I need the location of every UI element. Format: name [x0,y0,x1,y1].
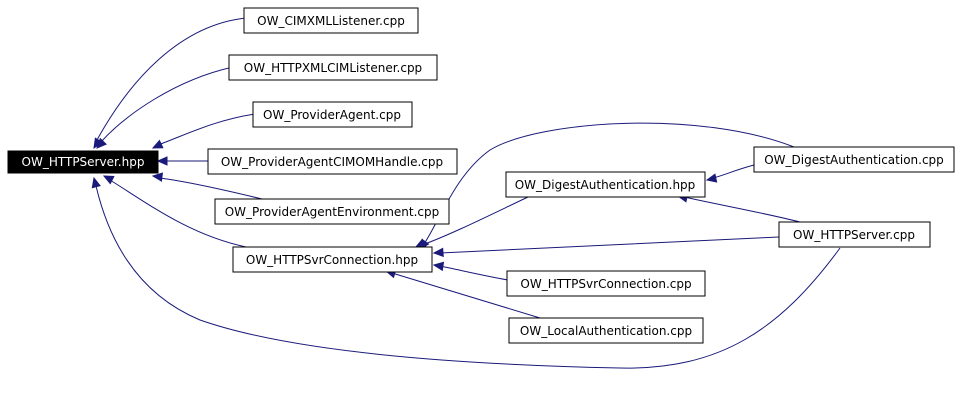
node-server-cpp[interactable]: OW_HTTPServer.cpp [778,221,931,248]
node-label-provenv: OW_ProviderAgentEnvironment.cpp [225,205,440,219]
node-label-server-cpp: OW_HTTPServer.cpp [793,228,915,242]
edge-servercpp-to-root-arrowhead [91,176,101,189]
edge-provenv-to-root-arrowhead [151,172,163,182]
node-digest-hpp[interactable]: OW_DigestAuthentication.hpp [505,171,706,198]
node-provcimom[interactable]: OW_ProviderAgentCIMOMHandle.cpp [207,148,458,175]
edge-digestcpp-to-digesthpp [712,164,755,179]
edge-localauth-to-svrconn [391,272,541,319]
node-label-digest-hpp: OW_DigestAuthentication.hpp [515,178,696,192]
node-label-cimxml: OW_CIMXMLListener.cpp [257,14,405,28]
node-label-digest-cpp: OW_DigestAuthentication.cpp [764,153,944,167]
node-label-httpxml: OW_HTTPXMLCIMListener.cpp [244,61,422,75]
edge-svrconn-to-root [109,179,247,248]
node-label-svrconn-hpp: OW_HTTPSvrConnection.hpp [246,253,418,267]
edge-svrconn-to-root-arrowhead [102,175,115,185]
edge-digesthpp-to-svrconn [421,196,529,246]
edge-provcimom-to-root-arrowhead [156,156,168,166]
edge-cimxml-to-root [96,17,247,141]
edge-servercpp-to-digesthpp [683,196,801,223]
node-provenv[interactable]: OW_ProviderAgentEnvironment.cpp [214,198,450,225]
edge-digestcpp-to-digesthpp-arrowhead [705,173,718,183]
node-digest-cpp[interactable]: OW_DigestAuthentication.cpp [753,146,955,173]
edge-svrconncpp-to-svrconn-arrowhead [432,261,445,272]
node-svrconn-hpp[interactable]: OW_HTTPSvrConnection.hpp [232,246,433,273]
node-httpxml[interactable]: OW_HTTPXMLCIMListener.cpp [228,54,438,81]
edge-provagent-to-root [157,113,256,146]
node-svrconn-cpp[interactable]: OW_HTTPSvrConnection.cpp [506,270,706,297]
node-label-provcimom: OW_ProviderAgentCIMOMHandle.cpp [221,155,443,169]
node-localauth-cpp[interactable]: OW_LocalAuthentication.cpp [508,317,704,344]
edges [91,17,841,369]
node-label-svrconn-cpp: OW_HTTPSvrConnection.cpp [520,277,691,291]
node-root[interactable]: OW_HTTPServer.hpp [7,150,159,174]
node-label-root: OW_HTTPServer.hpp [22,155,145,169]
node-label-provagent: OW_ProviderAgent.cpp [263,108,401,122]
edge-servercpp-to-svrconn-arrowhead [432,247,444,258]
edge-servercpp-to-svrconn [439,236,780,254]
edge-httpxml-to-root-arrowhead [96,137,107,149]
node-cimxml[interactable]: OW_CIMXMLListener.cpp [243,7,419,34]
nodes: OW_HTTPServer.hpp OW_CIMXMLListener.cpp … [7,7,955,344]
edge-provenv-to-root [159,177,263,200]
edge-httpxml-to-root [99,66,234,144]
edge-servercpp-to-root [95,185,841,369]
node-provagent[interactable]: OW_ProviderAgent.cpp [252,101,413,128]
edge-provagent-to-root-arrowhead [151,139,164,149]
edge-svrconncpp-to-svrconn [439,265,509,281]
node-label-localauth-cpp: OW_LocalAuthentication.cpp [520,324,692,338]
